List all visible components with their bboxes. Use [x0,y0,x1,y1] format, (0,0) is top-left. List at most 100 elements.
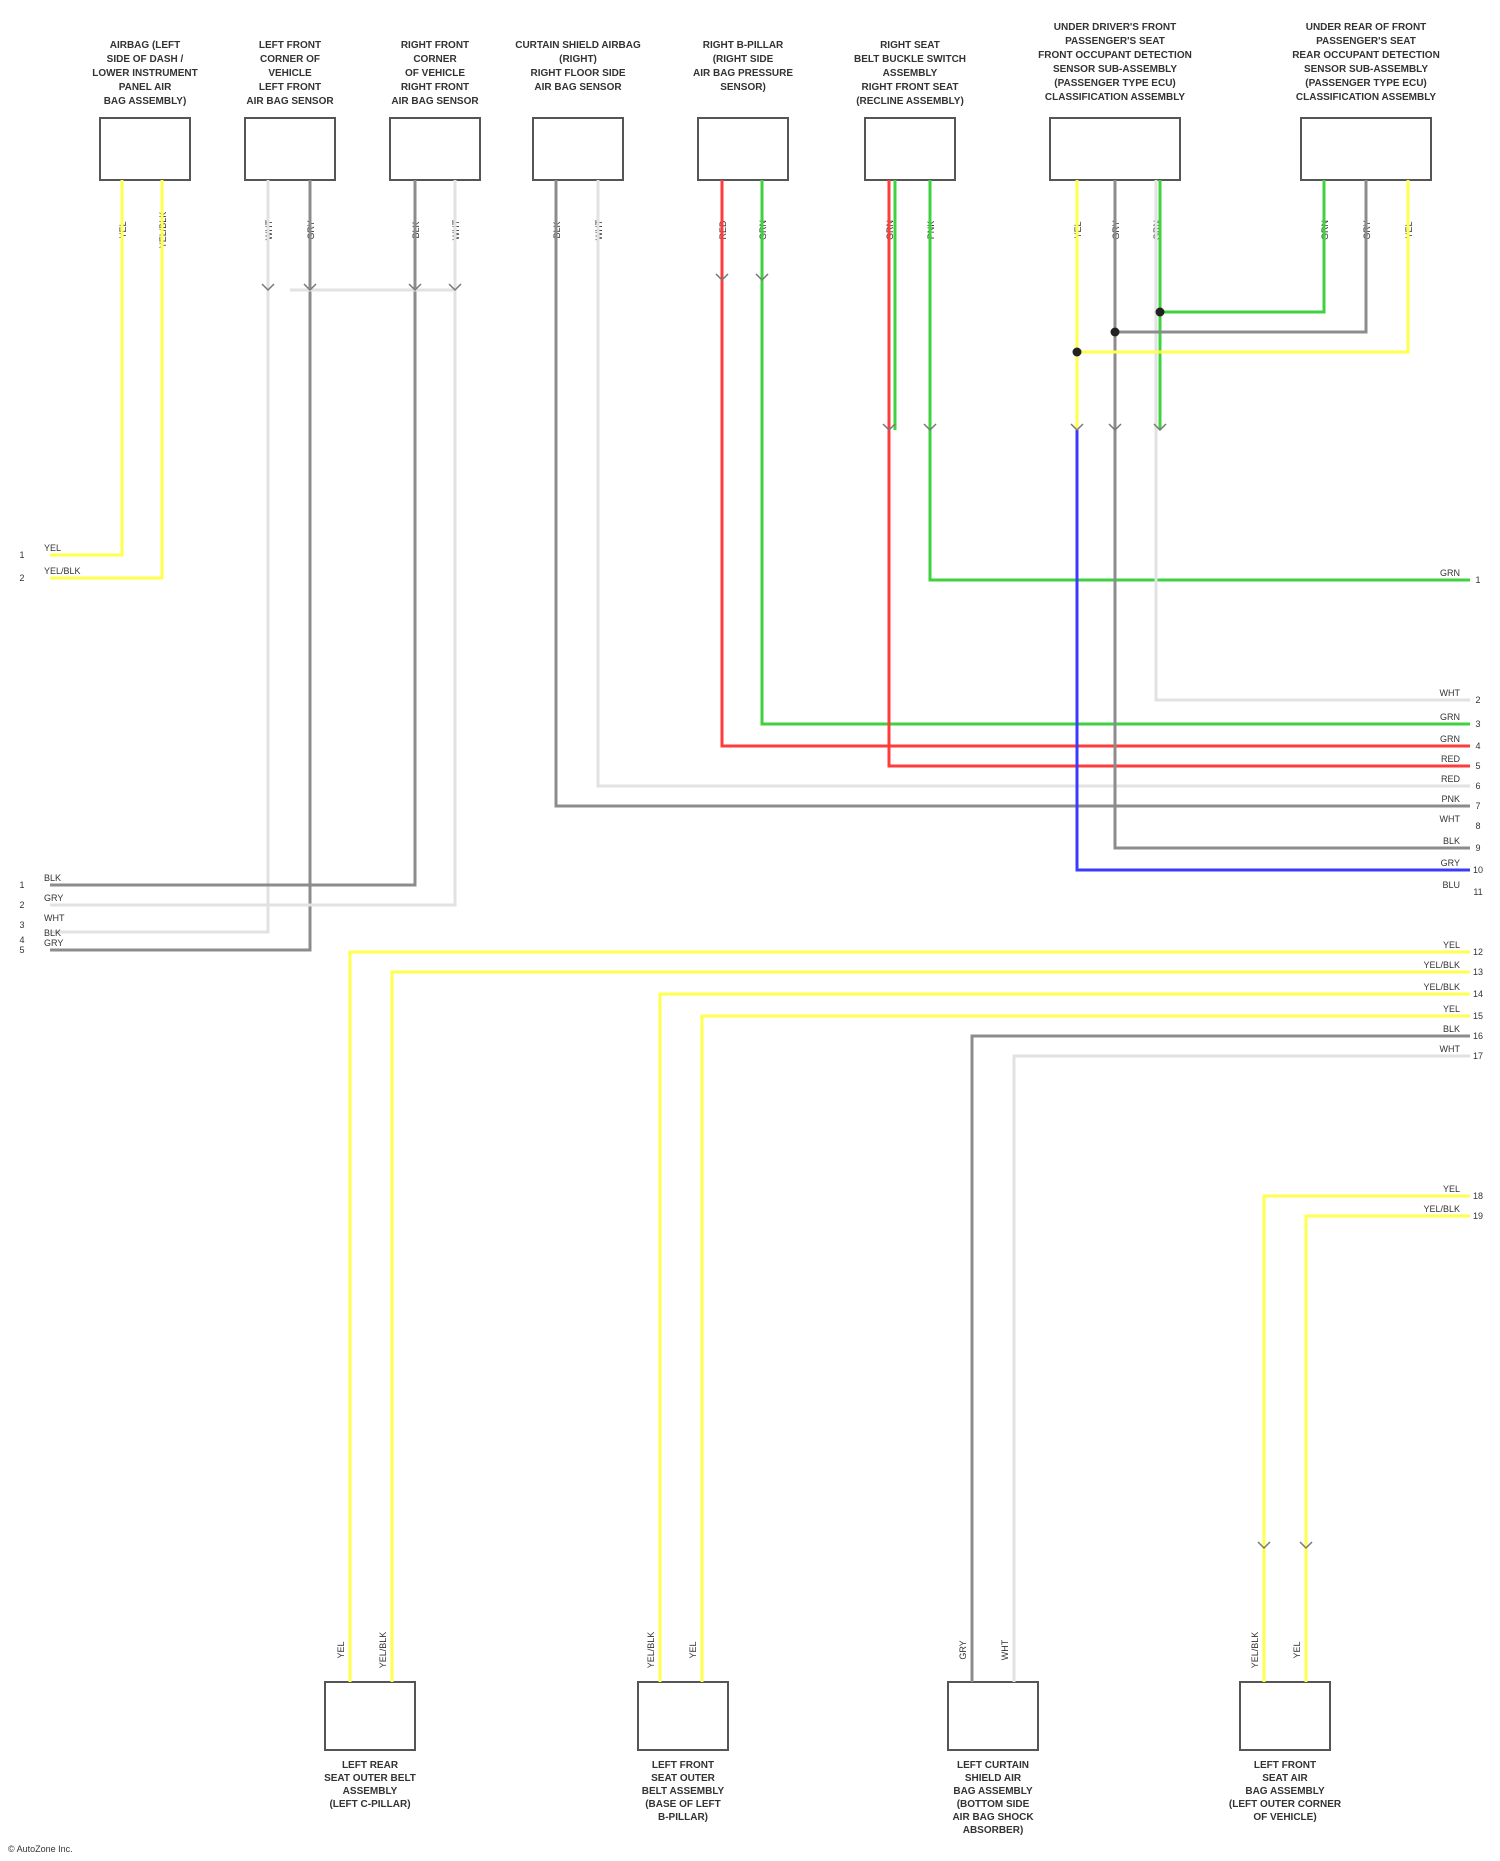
component-title: AIR BAG SHOCK [952,1812,1034,1823]
wire-grn [1160,180,1324,312]
component-connector-box [1050,118,1180,180]
component-title: RIGHT FRONT [401,82,469,93]
terminal-pin-number: 8 [1475,821,1480,831]
terminal-wire-label: YEL [1443,1004,1460,1014]
component-connector-box [638,1682,728,1750]
component-title: CURTAIN SHIELD AIRBAG [515,40,641,51]
wire-yel [1264,1196,1470,1682]
terminal-wire-label: YEL/BLK [44,566,81,576]
terminal-wire-label: BLK [44,873,61,883]
component-title: BAG ASSEMBLY) [104,96,187,107]
component-title: (BOTTOM SIDE [957,1799,1030,1810]
terminal-wire-label: RED [1441,774,1461,784]
terminal-wire-label: GRN [1440,734,1460,744]
terminal-wire-label: YEL [44,543,61,553]
terminal-wire-label: BLK [1443,1024,1460,1034]
terminal-pin-number: 10 [1473,865,1483,875]
component-title: PASSENGER'S SEAT [1065,36,1165,47]
terminal-pin-number: 7 [1475,801,1480,811]
wire-yel [702,1016,1470,1682]
splice-dot [1073,348,1082,357]
terminal-pin-number: 16 [1473,1031,1483,1041]
terminal-wire-label: GRY [1441,858,1460,868]
component-title: REAR OCCUPANT DETECTION [1292,50,1440,61]
component-title: LEFT FRONT [259,82,321,93]
component-title: BAG ASSEMBLY [1245,1786,1325,1797]
terminal-pin-number: 5 [1475,761,1480,771]
component-connector-box [100,118,190,180]
wire-color-label: YEL [688,1641,698,1658]
wire-red [889,180,1470,766]
component-title: BAG ASSEMBLY [953,1786,1033,1797]
component-title: PANEL AIR [119,82,172,93]
terminal-wire-label: YEL/BLK [1423,960,1460,970]
terminal-pin-number: 13 [1473,967,1483,977]
terminal-pin-number: 4 [1475,741,1480,751]
component-title: RIGHT SEAT [880,40,940,51]
terminal-pin-number: 1 [1475,575,1480,585]
terminal-pin-number: 1 [19,550,24,560]
component-title: (RIGHT SIDE [713,54,774,65]
splice-dot [1111,328,1120,337]
component-title: SEAT OUTER BELT [324,1773,416,1784]
wire-yel-blk [392,972,1470,1682]
terminal-pin-number: 2 [19,573,24,583]
component-connector-box [325,1682,415,1750]
terminal-wire-label: BLK [1443,836,1460,846]
wire-red [722,180,1470,746]
component-title: AIR BAG SENSOR [391,96,479,107]
component-title: SENSOR SUB-ASSEMBLY [1304,64,1428,75]
component-title: LEFT FRONT [652,1760,714,1771]
wire-color-label: YEL [1292,1641,1302,1658]
terminal-pin-number: 17 [1473,1051,1483,1061]
wire-yel [1077,180,1408,352]
component-connector-box [390,118,480,180]
terminal-wire-label: RED [1441,754,1461,764]
component-title: AIR BAG PRESSURE [693,68,793,79]
wire-gry [1115,180,1470,848]
component-title: CORNER [413,54,457,65]
component-title: RIGHT B-PILLAR [703,40,784,51]
component-title: LEFT REAR [342,1760,399,1771]
component-connector-box [533,118,623,180]
component-connector-box [948,1682,1038,1750]
component-title: (PASSENGER TYPE ECU) [1305,78,1427,89]
wire-grn [930,180,1470,580]
terminal-wire-label: PNK [1441,794,1460,804]
component-title: (BASE OF LEFT [645,1799,721,1810]
component-title: (RIGHT) [559,54,597,65]
component-title: ASSEMBLY [343,1786,398,1797]
terminal-pin-number: 6 [1475,781,1480,791]
terminal-wire-label: GRN [1440,568,1460,578]
component-title: (PASSENGER TYPE ECU) [1054,78,1176,89]
component-title: UNDER REAR OF FRONT [1306,22,1427,33]
terminal-wire-label: YEL [1443,940,1460,950]
wire-gry [50,180,310,950]
component-title: SENSOR) [720,82,766,93]
component-title: OF VEHICLE) [1253,1812,1316,1823]
terminal-wire-label: WHT [1440,814,1461,824]
component-title: BELT ASSEMBLY [642,1786,725,1797]
component-connector-box [865,118,955,180]
terminal-wire-label: BLU [1442,880,1460,890]
terminal-pin-number: 14 [1473,989,1483,999]
component-title: VEHICLE [268,68,312,79]
component-title: AIRBAG (LEFT [110,40,181,51]
terminal-wire-label: WHT [1440,688,1461,698]
wire-wht [598,180,1470,786]
component-title: AIR BAG SENSOR [246,96,334,107]
component-title: FRONT OCCUPANT DETECTION [1038,50,1192,61]
terminal-wire-label: WHT [44,913,65,923]
wire-color-label: YEL/BLK [1250,1632,1260,1669]
terminal-pin-number: 1 [19,880,24,890]
component-title: BELT BUCKLE SWITCH [854,54,966,65]
component-title: SENSOR SUB-ASSEMBLY [1053,64,1177,75]
terminal-pin-number: 5 [19,945,24,955]
component-connector-box [698,118,788,180]
component-title: LEFT FRONT [1254,1760,1316,1771]
component-title: RIGHT FRONT SEAT [861,82,958,93]
wire-color-label: GRY [958,1640,968,1659]
component-title: CLASSIFICATION ASSEMBLY [1296,92,1437,103]
wire-yel-blk [50,180,162,578]
